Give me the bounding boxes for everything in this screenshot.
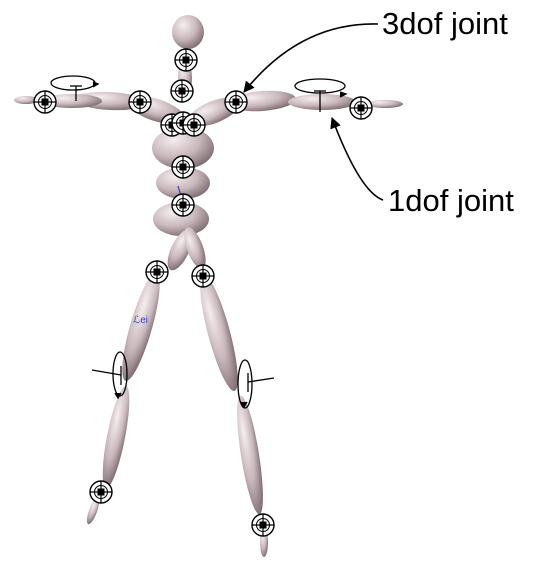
joint-left-ankle (90, 481, 112, 503)
joint-right-wrist (350, 97, 372, 119)
one-dof-joint-label: 1dof joint (388, 185, 514, 216)
stray-blue-mark: ℒei (133, 315, 148, 326)
joint-right-hip (192, 265, 214, 287)
one-dof-callout-arrow (332, 118, 383, 200)
joint-left-wrist (34, 91, 56, 113)
three-dof-joint-label: 3dof joint (382, 8, 508, 39)
right-shin (232, 394, 269, 515)
joint-right-elbow (225, 91, 247, 113)
joint-neck-top (175, 49, 197, 71)
joint-right-shoulder (183, 114, 205, 136)
three-dof-callout-arrow (244, 24, 378, 92)
joint-spine (172, 156, 194, 178)
joint-left-elbow (129, 91, 151, 113)
joint-right-ankle (252, 514, 274, 536)
joint-pelvis (172, 194, 194, 216)
right-forearm (288, 94, 356, 110)
left-thigh (115, 270, 167, 384)
joint-left-hip (146, 261, 168, 283)
head (172, 15, 204, 49)
right-thigh (193, 272, 245, 394)
left-shin (97, 384, 135, 490)
joint-neck-base (171, 80, 193, 102)
